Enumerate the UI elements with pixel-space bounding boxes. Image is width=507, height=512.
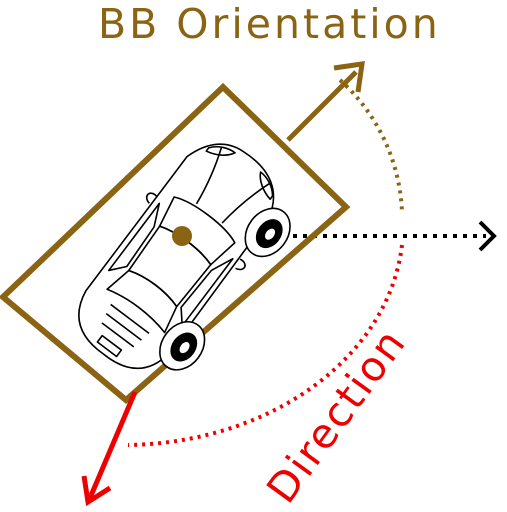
orientation-angle-arc [338, 78, 404, 213]
direction-label: Direction [257, 319, 415, 507]
center-point [172, 226, 192, 246]
car-hood-line-left [195, 147, 223, 205]
reference-arrowhead-icon [478, 220, 497, 252]
car-mirror-right [235, 258, 246, 271]
car-mirror-left [145, 192, 158, 204]
car-headlight-right [259, 171, 274, 201]
car-engine-vents [101, 303, 150, 348]
direction-arrow-line [87, 391, 138, 499]
car-wheel-rear-cap [177, 340, 192, 355]
orientation-arrow-line [286, 70, 358, 142]
car-body [78, 143, 275, 369]
orientation-arrowhead-icon [333, 61, 365, 93]
car-side-window-left [107, 202, 161, 272]
car-wheels [159, 207, 291, 371]
car-headlight-left [205, 145, 236, 156]
direction-arrowhead-icon [81, 475, 112, 507]
car-rear-window [106, 269, 178, 334]
car-license-plate [96, 334, 123, 358]
oriented-bounding-box [0, 82, 351, 404]
car-wheel-front-cap [263, 227, 277, 242]
car-top-view-icon [78, 143, 291, 371]
car-hood-line-right [221, 182, 270, 224]
orientation-label: BB Orientation [98, 0, 441, 48]
car-side-window-right [180, 257, 234, 327]
